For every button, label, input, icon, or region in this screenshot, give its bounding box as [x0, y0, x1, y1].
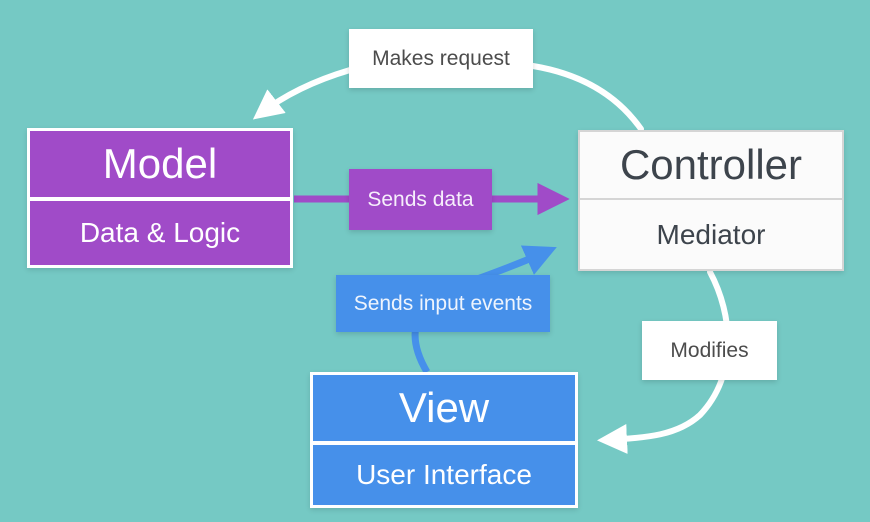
model-node: Model Data & Logic — [27, 128, 293, 268]
label-modifies: Modifies — [642, 321, 777, 380]
model-subtitle: Data & Logic — [79, 217, 241, 248]
view-divider — [313, 441, 575, 445]
label-sends-input-events-text: Sends input events — [353, 291, 533, 315]
label-sends-input-events: Sends input events — [336, 275, 550, 332]
label-makes-request-text: Makes request — [372, 46, 510, 70]
controller-title: Controller — [619, 141, 803, 188]
model-title: Model — [102, 140, 218, 187]
label-sends-data: Sends data — [349, 169, 492, 230]
model-divider — [30, 197, 290, 201]
controller-divider — [580, 198, 842, 200]
controller-node: Controller Mediator — [578, 130, 844, 271]
label-sends-data-text: Sends data — [367, 187, 474, 211]
label-modifies-text: Modifies — [670, 338, 749, 362]
controller-subtitle: Mediator — [656, 218, 766, 250]
makes-request-arc-right — [530, 63, 644, 132]
label-makes-request: Makes request — [349, 29, 533, 88]
modifies-arrow — [597, 269, 731, 454]
makes-request-arc-left — [252, 67, 353, 120]
view-subtitle: User Interface — [356, 459, 532, 490]
view-node: View User Interface — [310, 372, 578, 508]
view-title: View — [398, 384, 490, 431]
